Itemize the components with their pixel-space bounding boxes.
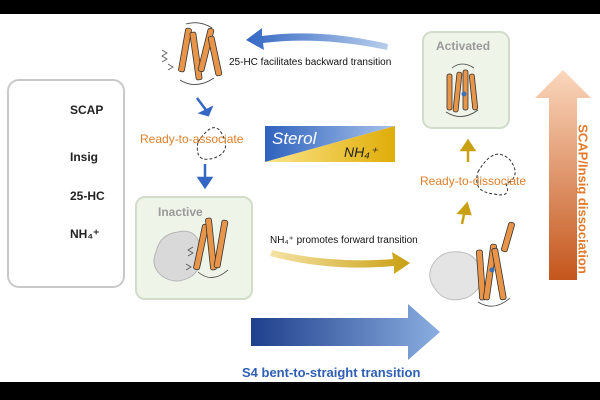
forward-transition-label: NH₄⁺ promotes forward transition xyxy=(270,235,418,246)
ready-to-dissociate-loop xyxy=(476,153,516,196)
dissociation-label: SCAP/Insig dissociation xyxy=(575,124,591,274)
legend-nh4-label: NH₄⁺ xyxy=(70,227,100,241)
diagram-canvas: SCAP Insig 25-HC NH₄⁺ Activated Inactive… xyxy=(0,14,600,382)
sterol-label: Sterol xyxy=(272,129,317,148)
nh4-bar-label: NH₄⁺ xyxy=(344,144,378,160)
s4-transition-label: S4 bent-to-straight transition xyxy=(242,365,421,380)
legend-25hc-label: 25-HC xyxy=(70,189,105,203)
top-scap-complex xyxy=(161,22,223,85)
activated-label: Activated xyxy=(436,39,491,53)
ready-to-dissociate-label: Ready-to-dissociate xyxy=(420,174,527,188)
dissociation-arrow xyxy=(535,70,591,280)
dissociating-complex xyxy=(429,221,515,307)
inactive-complex-overlay xyxy=(153,217,229,282)
backward-transition-label: 25-HC facilitates backward transition xyxy=(229,57,392,68)
backward-transition-arrow xyxy=(246,28,388,50)
forward-transition-arrow xyxy=(270,250,410,274)
state-complexes-overlay xyxy=(153,63,479,282)
legend-scap-label: SCAP xyxy=(70,103,104,117)
s4-transition-arrow xyxy=(251,304,440,360)
inactive-label: Inactive xyxy=(158,205,203,219)
ready-to-associate-loop xyxy=(196,127,227,160)
step-arrows-right xyxy=(456,138,477,225)
nh4-wedge xyxy=(265,126,395,162)
activated-complex-overlay xyxy=(445,63,479,117)
legend-panel xyxy=(7,79,125,288)
ready-to-associate-label: Ready-to-associate xyxy=(140,132,244,146)
step-arrows-left xyxy=(196,97,214,190)
legend-insig-label: Insig xyxy=(70,150,99,164)
